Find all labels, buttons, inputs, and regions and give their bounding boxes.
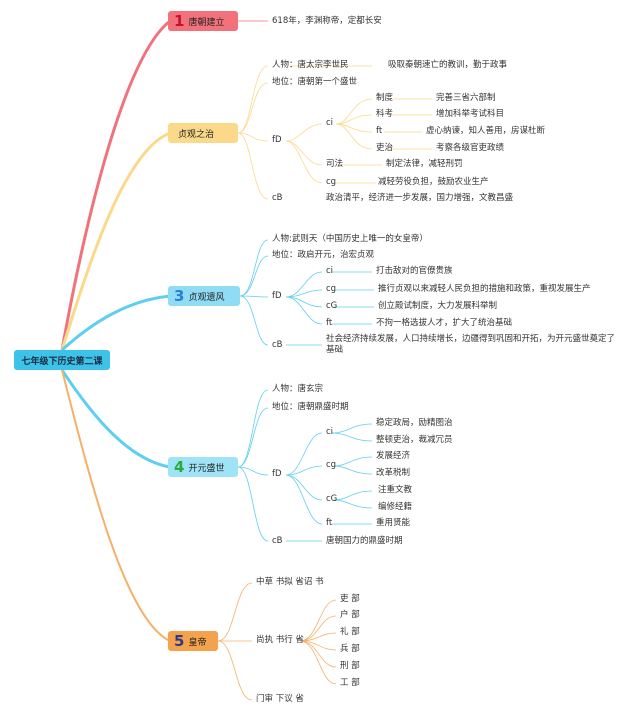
b3-m2-key: cg	[326, 284, 337, 294]
b4-effect-key: cB	[272, 536, 283, 546]
b2-status: 地位：唐朝第一个盛世	[272, 77, 358, 87]
b2-econ-val: 减轻劳役负担，鼓励农业生产	[378, 177, 489, 187]
b3-m4-key: ft	[326, 318, 333, 328]
b5-ministry: 吏 部	[340, 594, 360, 604]
branch-2-label: 贞观之治	[178, 129, 215, 140]
b2-p2-key: 科考	[376, 109, 394, 119]
root-topic[interactable]: 七年级下历史第二课	[14, 350, 110, 370]
b3-effect-val: 社会经济持续发展，人口持续增长，边疆得到巩固和开拓，为开元盛世奠定了基础	[326, 334, 616, 355]
b3-m1-key: ci	[326, 266, 334, 276]
b2-politics: ci	[326, 118, 334, 128]
b2-p4-val: 考察各级官吏政绩	[436, 143, 505, 153]
b2-p3-val: 虚心纳谏，知人善用，房谋杜断	[426, 126, 546, 136]
branch-4-label: 开元盛世	[188, 463, 225, 474]
b5-ministry: 户 部	[340, 610, 360, 620]
b4-c1-key: ci	[326, 427, 334, 437]
b3-person: 人物:武则天（中国历史上唯一的女皇帝）	[272, 234, 428, 244]
b4-person: 人物：唐玄宗	[272, 384, 324, 394]
b2-p4-key: 吏治	[376, 143, 394, 153]
b4-measures: fD	[272, 469, 282, 479]
b2-p3-key: ft	[376, 126, 383, 136]
branch-3-number: 3	[174, 287, 185, 305]
branch-2-node[interactable]: 贞观之治	[168, 123, 238, 143]
b4-c1-a: 稳定政局，励精图治	[376, 418, 453, 428]
branch-5-label: 皇帝	[188, 637, 207, 648]
b3-m4-val: 不拘一格选拔人才，扩大了统治基础	[376, 318, 513, 328]
b2-person: 人物：唐太宗李世民	[272, 60, 349, 70]
b1-founding: 618年，李渊称帝，定都长安	[272, 16, 382, 26]
branch-1-number: 1	[174, 12, 185, 30]
b4-effect-val: 唐朝国力的鼎盛时期	[326, 536, 403, 546]
b2-econ-key: cg	[326, 177, 337, 187]
branch-5-number: 5	[174, 632, 185, 650]
b3-m3-key: cG	[326, 301, 338, 311]
b4-c2-a: 发展经济	[376, 451, 411, 461]
b5-ministry: 兵 部	[340, 644, 360, 654]
branch-4-number: 4	[174, 458, 185, 476]
b5-ministry: 刑 部	[340, 661, 360, 671]
b2-effect-val: 政治清平，经济进一步发展，国力增强，文教昌盛	[326, 193, 514, 203]
branch-3-node[interactable]: 3 贞观遗风	[168, 286, 240, 306]
b2-p1-key: 制度	[376, 93, 394, 103]
b2-p2-val: 增加科举考试科目	[436, 109, 505, 119]
branch-3-label: 贞观遗风	[188, 292, 225, 303]
b4-status: 地位：唐朝鼎盛时期	[272, 402, 349, 412]
b3-measures: fD	[272, 291, 282, 301]
b4-c1-b: 整顿吏治，裁减冗员	[376, 435, 453, 445]
b2-p1-val: 完善三省六部制	[436, 93, 496, 103]
b3-status: 地位：政启开元，治宏贞观	[272, 250, 375, 260]
b2-person-detail: 吸取秦朝速亡的教训，勤于政事	[388, 60, 508, 70]
b3-m2-val: 推行贞观以来减轻人民负担的措施和政策，重视发展生产	[378, 284, 591, 294]
b5-ministry: 礼 部	[340, 627, 360, 637]
branch-1-node[interactable]: 1 唐朝建立	[168, 11, 238, 31]
b4-c4-key: ft	[326, 518, 333, 528]
b5-ministry: 工 部	[340, 678, 360, 688]
b2-measures: fD	[272, 135, 282, 145]
branch-5-node[interactable]: 5 皇帝	[168, 631, 218, 651]
b3-m1-val: 打击敌对的官僚贵族	[376, 266, 453, 276]
b3-effect-key: cB	[272, 340, 283, 350]
b4-c4-a: 重用贤能	[376, 518, 411, 528]
b4-c3-a: 注重文教	[378, 485, 413, 495]
b2-law-val: 制定法律，减轻刑罚	[386, 159, 463, 169]
b4-c2-key: cg	[326, 460, 337, 470]
b5-shangshu: 尚执 书行 省	[256, 635, 304, 645]
b4-c2-b: 改革税制	[376, 468, 411, 478]
b2-effect-key: cB	[272, 193, 283, 203]
b4-c3-b: 编修经籍	[378, 502, 413, 512]
branch-4-node[interactable]: 4 开元盛世	[168, 457, 238, 477]
b5-zhongshu: 中草 书拟 省诏 书	[256, 577, 324, 587]
b4-c3-key: cG	[326, 494, 338, 504]
b2-law-key: 司法	[326, 159, 344, 169]
branch-1-label: 唐朝建立	[188, 17, 225, 28]
b5-menxia: 门审 下议 省	[256, 694, 304, 704]
b3-m3-val: 创立殿试制度，大力发展科举制	[378, 301, 498, 311]
